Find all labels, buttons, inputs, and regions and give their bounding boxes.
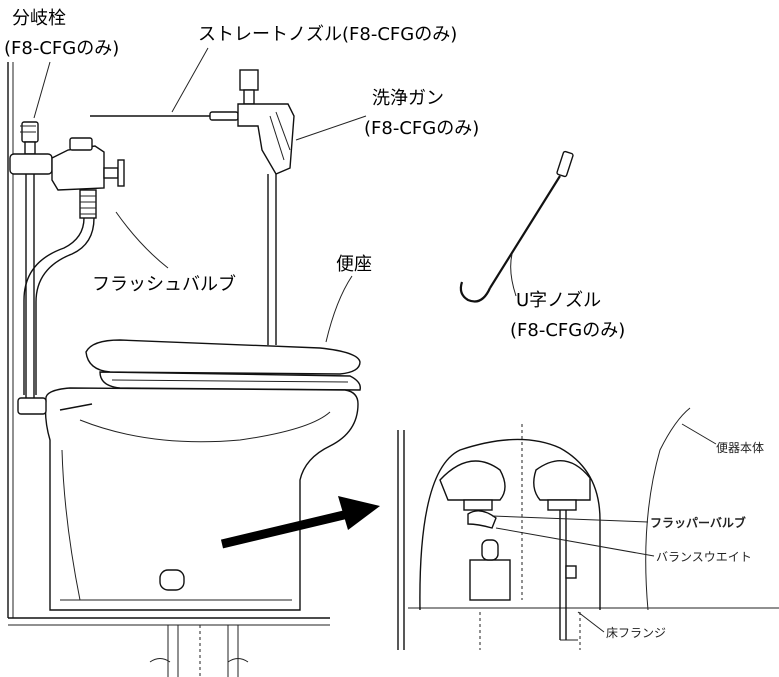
toilet-bowl-drawing bbox=[17, 387, 359, 611]
toilet-seat-label: 便座 bbox=[336, 254, 372, 275]
toilet-seat-drawing bbox=[85, 339, 361, 391]
wash-gun-drawing bbox=[237, 69, 295, 175]
straight-nozzle-drawing bbox=[90, 111, 239, 121]
zoom-arrow bbox=[220, 496, 380, 549]
wash-gun-label: 洗浄ガン bbox=[372, 88, 444, 109]
detail-view bbox=[397, 407, 779, 650]
floor-flange-label: 床フランジ bbox=[606, 626, 666, 640]
u-nozzle-label: U字ノズル bbox=[516, 290, 601, 311]
branch-valve-note: (F8-CFGのみ) bbox=[4, 38, 119, 59]
wash-gun-note: (F8-CFGのみ) bbox=[364, 118, 479, 139]
flush-valve-drawing bbox=[51, 137, 125, 219]
leader-lines bbox=[33, 47, 717, 633]
balance-weight-label: バランスウエイト bbox=[656, 550, 752, 564]
flush-valve-label: フラッシュバルブ bbox=[92, 273, 236, 295]
straight-nozzle-label: ストレートノズル(F8-CFGのみ) bbox=[198, 24, 457, 45]
wash-gun-hose bbox=[267, 174, 277, 345]
floor bbox=[8, 617, 330, 626]
branch-valve-label: 分岐栓 bbox=[12, 8, 66, 29]
toilet-body-label: 便器本体 bbox=[716, 441, 764, 455]
drain-pipe bbox=[149, 625, 249, 677]
u-nozzle-drawing bbox=[459, 150, 574, 303]
branch-valve-drawing bbox=[9, 121, 53, 175]
supply-pipe bbox=[25, 174, 35, 400]
wall bbox=[7, 62, 14, 618]
u-nozzle-note: (F8-CFGのみ) bbox=[510, 320, 625, 341]
flush-pipe bbox=[23, 217, 95, 395]
flapper-valve-label: フラッパーバルブ bbox=[650, 515, 746, 530]
